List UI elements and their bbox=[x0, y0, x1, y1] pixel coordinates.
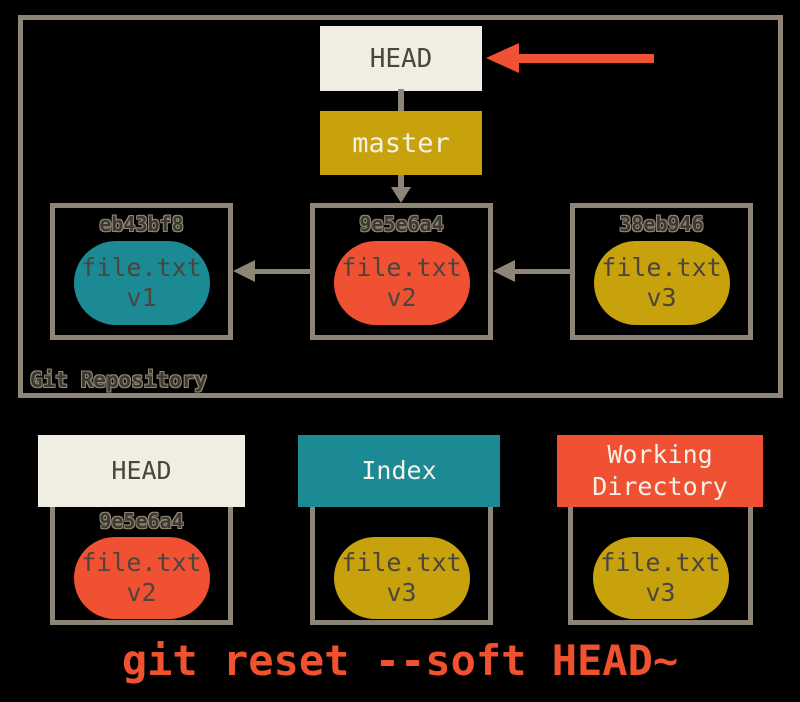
head-area-title: HEAD bbox=[111, 455, 172, 485]
file-blob: file.txt v2 bbox=[333, 241, 470, 325]
parent-arrow bbox=[255, 269, 310, 274]
index-area-box: file.txt v3 bbox=[310, 502, 493, 625]
git-repository-frame bbox=[18, 15, 783, 398]
head-area-header: HEAD bbox=[38, 435, 245, 507]
index-area-title: Index bbox=[361, 455, 437, 485]
commit-hash: 9e5e6a4 bbox=[359, 212, 444, 236]
master-to-commit-arrowhead-icon bbox=[391, 187, 411, 203]
file-name: file.txt bbox=[341, 548, 462, 577]
commit-box-9e5e6a4: 9e5e6a4 file.txt v2 bbox=[310, 203, 493, 340]
commit-box-eb43bf8: eb43bf8 file.txt v1 bbox=[50, 203, 233, 340]
file-name: file.txt bbox=[600, 548, 721, 577]
file-version: v2 bbox=[126, 578, 157, 607]
file-name: file.txt bbox=[601, 253, 722, 282]
head-pointer-arrow-icon bbox=[519, 54, 654, 63]
file-blob: file.txt v2 bbox=[73, 537, 210, 619]
commit-hash: eb43bf8 bbox=[99, 212, 184, 236]
index-area-header: Index bbox=[298, 435, 500, 507]
commit-box-38eb946: 38eb946 file.txt v3 bbox=[570, 203, 753, 340]
file-version: v3 bbox=[386, 578, 417, 607]
caption-command: git reset --soft HEAD~ bbox=[121, 636, 679, 685]
master-branch-box: master bbox=[320, 111, 482, 175]
parent-arrowhead-icon bbox=[233, 260, 255, 282]
file-blob: file.txt v3 bbox=[333, 537, 470, 619]
git-repository-label: Git Repository bbox=[30, 368, 208, 392]
file-version: v2 bbox=[386, 283, 417, 312]
file-blob: file.txt v1 bbox=[73, 241, 210, 325]
working-directory-area-title: Working Directory bbox=[592, 439, 728, 502]
file-version: v1 bbox=[126, 283, 157, 312]
head-ref-label: HEAD bbox=[369, 43, 433, 74]
file-name: file.txt bbox=[81, 548, 202, 577]
head-to-master-connector bbox=[398, 89, 404, 113]
head-pointer-arrowhead-icon bbox=[486, 43, 519, 73]
file-blob: file.txt v3 bbox=[592, 537, 729, 619]
master-branch-label: master bbox=[352, 127, 450, 159]
file-version: v3 bbox=[646, 283, 677, 312]
head-ref-box: HEAD bbox=[320, 26, 482, 91]
head-area-box: 9e5e6a4 file.txt v2 bbox=[50, 502, 233, 625]
file-blob: file.txt v3 bbox=[593, 241, 730, 325]
file-name: file.txt bbox=[81, 253, 202, 282]
file-name: file.txt bbox=[341, 253, 462, 282]
file-version: v3 bbox=[645, 578, 676, 607]
master-to-commit-arrow bbox=[398, 175, 404, 189]
parent-arrowhead-icon bbox=[493, 260, 515, 282]
commit-hash: 9e5e6a4 bbox=[99, 509, 184, 533]
commit-hash: 38eb946 bbox=[619, 212, 704, 236]
working-directory-area-header: Working Directory bbox=[557, 435, 763, 507]
working-directory-area-box: file.txt v3 bbox=[568, 502, 753, 625]
parent-arrow bbox=[515, 269, 570, 274]
